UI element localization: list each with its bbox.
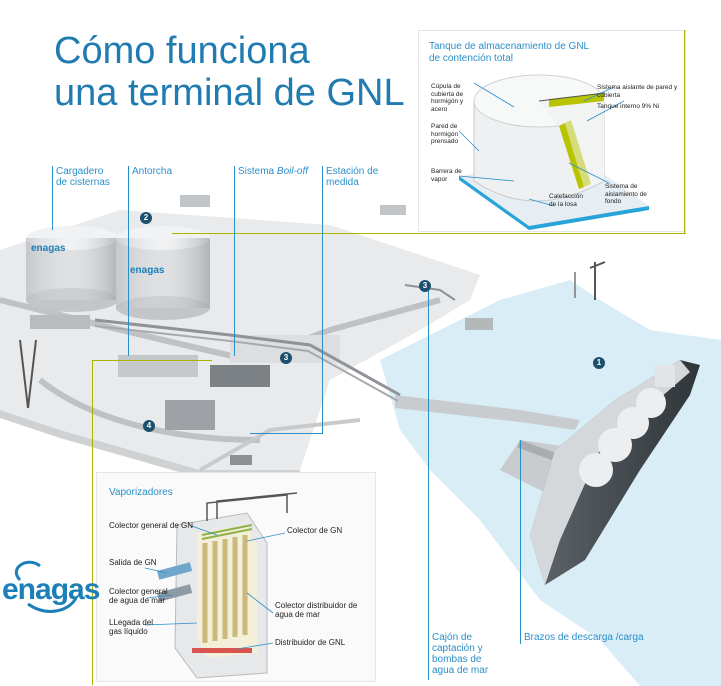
tank-inset-panel: Tanque de almacenamiento de GNL de conte… [418, 30, 686, 232]
logo-wordmark: enagas [2, 573, 100, 606]
label-pared: Pared de hormigón prensado [431, 123, 459, 145]
callout-boiloff: Sistema Boil-off [238, 166, 308, 177]
marker-1: 1 [593, 357, 605, 369]
vaporizer-inset-panel: Vaporizadores Colector gener [96, 472, 376, 682]
marker-3-cajon: 3 [419, 280, 431, 292]
marker-3-boiloff: 3 [280, 352, 292, 364]
callout-estacion: Estación de medida [326, 166, 379, 188]
vaporizer-illustration [144, 492, 298, 679]
leader-boiloff [234, 166, 235, 356]
vapor-connector-vertical [92, 360, 93, 685]
label-tanque-interno: Tanque interno 9% Ni [597, 103, 660, 110]
page-title: Cómo funciona una terminal de GNL [54, 30, 405, 114]
leader-cajon [428, 290, 429, 680]
leader-cargadero [52, 166, 53, 230]
label-llegada: LLegada del gas líquido [109, 618, 154, 636]
lng-tank-left [26, 226, 118, 312]
label-sistema-aislante: Sistema aislante de pared y cubierta [597, 84, 678, 99]
marker-2: 2 [140, 212, 152, 224]
callout-brazos: Brazos de descarga /carga [524, 632, 644, 643]
logo-swoosh-icon [14, 560, 78, 613]
title-line-1: Cómo funciona [54, 30, 310, 72]
tank-logo-right: enagas [130, 265, 165, 276]
label-distribuidor-gnl: Distribuidor de GNL [275, 638, 346, 647]
leader-antorcha [128, 166, 129, 356]
callout-cajon: Cajón de captación y bombas de agua de m… [432, 632, 489, 676]
callout-cargadero: Cargadero de cisternas [56, 166, 110, 188]
tank-connector-line [172, 233, 686, 234]
label-calefaccion: Calefacción de la losa [549, 193, 583, 208]
label-colector-general-gn: Colector general de GN [109, 521, 194, 530]
tank-logo-left: enagas [31, 243, 66, 254]
callout-boiloff-prefix: Sistema [238, 166, 277, 177]
leader-estacion [322, 166, 323, 434]
lng-carrier-ship [530, 360, 700, 585]
callout-boiloff-em: Boil-off [276, 166, 309, 177]
label-barrera: Barrera de vapor [431, 168, 462, 183]
lng-tank-right [116, 226, 210, 320]
callout-antorcha: Antorcha [132, 166, 173, 177]
label-colector-gn: Colector de GN [287, 526, 343, 535]
tank-inset-title: Tanque de almacenamiento de GNL de conte… [429, 41, 589, 64]
label-salida-gn: Salida de GN [109, 558, 157, 567]
leader-estacion-h [250, 433, 322, 434]
label-sistema-fondo: Sistema de aislamiento de fondo [605, 183, 647, 205]
vaporizer-inset-title: Vaporizadores [109, 487, 173, 498]
marker-4: 4 [143, 420, 155, 432]
title-line-2: una terminal de GNL [54, 72, 405, 114]
label-cupula: Cúpula de cubierta de hormigón y acero [431, 83, 464, 113]
label-colector-distribuidor: Colector distribuidor de agua de mar [275, 601, 358, 619]
label-colector-general-agua: Colector general de agua de mar [109, 587, 168, 605]
enagas-logo: enagas [0, 558, 100, 628]
leader-brazos [520, 440, 521, 644]
tank-connector-vertical [684, 30, 685, 234]
vapor-connector-horizontal [92, 360, 212, 361]
tank-cutaway-illustration [458, 74, 649, 230]
